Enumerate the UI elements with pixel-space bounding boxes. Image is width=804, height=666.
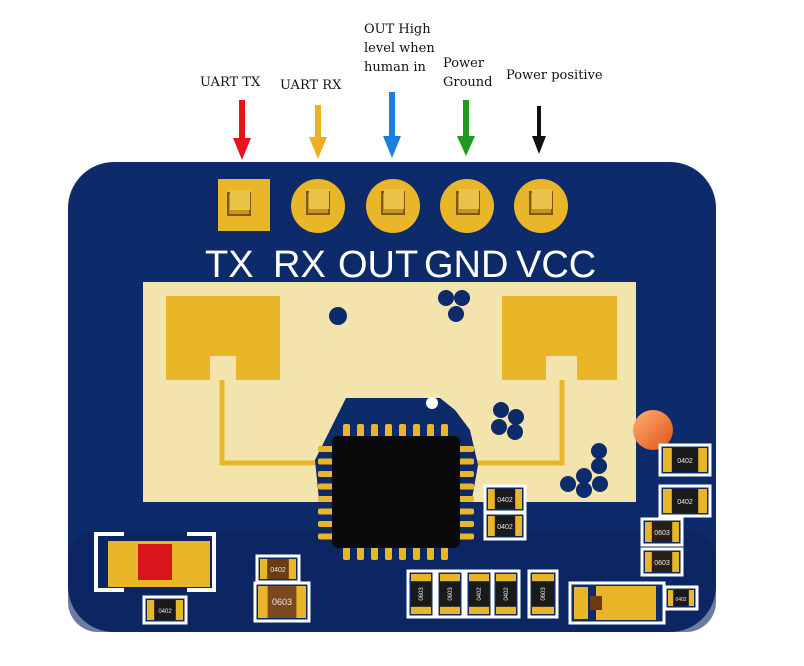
chip-pin — [318, 458, 336, 465]
gnd-annotation-line2: Ground — [443, 75, 493, 90]
status-led — [633, 410, 673, 450]
header-pads — [218, 179, 568, 233]
feed-traces — [219, 380, 565, 466]
res-right-3: 0603 — [640, 517, 684, 547]
cap-top-0402-label: 0402 — [270, 567, 286, 574]
chip-pin — [456, 533, 474, 540]
silk-tx: TX — [205, 244, 254, 286]
gnd-arrow — [457, 100, 475, 156]
out-annotation-line3: human in — [364, 60, 426, 75]
out-arrow — [383, 92, 401, 158]
antenna-left — [166, 296, 280, 380]
antenna-right — [502, 296, 617, 380]
res-right-4: 0603 — [640, 547, 684, 577]
res-bottom-2: 0603 — [435, 569, 465, 619]
out-annotation-line1: OUT High — [364, 22, 431, 37]
chip-pin — [456, 521, 474, 527]
res-tiny-right-label: 0402 — [675, 597, 686, 603]
silkscreen-labels: TX RX OUT GND VCC — [205, 244, 596, 286]
tx-arrow — [233, 100, 251, 160]
cap-0402-b-label: 0402 — [497, 524, 513, 531]
cap-top-0402: 0402 — [255, 554, 301, 584]
diode — [590, 596, 602, 610]
chip-pin — [318, 533, 336, 540]
res-right-2-label: 0402 — [677, 499, 693, 506]
res-right-1: 0402 — [658, 443, 712, 477]
silk-rx: RX — [273, 244, 326, 286]
white-via — [426, 397, 438, 409]
res-bottom-3-label: 0402 — [477, 587, 483, 601]
res-bottom-1-label: 0603 — [419, 587, 425, 601]
smd-components: 0402 0402 0402 0402 0603 0603 0603 0603 0402 0402… — [142, 443, 712, 625]
uart-rx-annotation: UART RX — [280, 78, 342, 93]
cap-big-0603: 0603 — [253, 581, 311, 623]
res-right-4-label: 0603 — [654, 560, 670, 567]
res-bottom-5: 0603 — [527, 569, 559, 619]
chip-pin — [318, 508, 336, 515]
silk-out: OUT — [338, 244, 418, 286]
red-component — [138, 544, 172, 580]
chip-pin — [318, 483, 336, 490]
res-tiny-right: 0402 — [663, 585, 699, 611]
antenna-patches — [166, 296, 617, 380]
res-bottom-1: 0603 — [406, 569, 436, 619]
chip-pin — [318, 496, 336, 502]
res-bottom-4: 0402 — [491, 569, 521, 619]
res-bottom-4-label: 0402 — [504, 587, 510, 601]
res-right-1-label: 0402 — [677, 458, 693, 465]
silk-gnd: GND — [424, 244, 508, 286]
silk-vcc: VCC — [516, 244, 596, 286]
vcc-annotation: Power positive — [506, 68, 603, 83]
vcc-arrow — [532, 106, 546, 154]
rx-arrow — [309, 105, 327, 159]
res-bottom-5-label: 0603 — [541, 587, 547, 601]
chip-pin — [456, 471, 474, 477]
res-left-small-label: 0402 — [158, 609, 172, 615]
chip-pin — [456, 483, 474, 490]
gnd-annotation: Power Ground — [443, 54, 493, 92]
cap-0402-a-label: 0402 — [497, 497, 513, 504]
out-annotation-line2: level when — [364, 41, 435, 56]
cap-big-0603-label: 0603 — [272, 597, 292, 607]
res-bottom-3: 0402 — [464, 569, 494, 619]
vias — [79, 290, 608, 498]
cap-0402-b: 0402 — [483, 511, 527, 541]
res-left-small: 0402 — [142, 595, 188, 625]
silk-outline-left — [94, 532, 124, 592]
res-right-2: 0402 — [658, 484, 712, 518]
chip-pin — [318, 521, 336, 527]
res-bottom-2-label: 0603 — [448, 587, 454, 601]
cap-0402-a: 0402 — [483, 484, 527, 514]
chip-pin — [456, 508, 474, 515]
radar-chip — [332, 436, 460, 548]
uart-tx-annotation: UART TX — [200, 75, 261, 90]
res-right-3-label: 0603 — [654, 530, 670, 537]
gnd-annotation-line1: Power — [443, 56, 485, 71]
chip-pin — [456, 446, 474, 452]
out-annotation: OUT High level when human in — [364, 20, 435, 77]
chip-pin — [318, 446, 336, 452]
chip-pin — [456, 458, 474, 465]
chip-pin — [456, 496, 474, 502]
chip-pin — [318, 471, 336, 477]
